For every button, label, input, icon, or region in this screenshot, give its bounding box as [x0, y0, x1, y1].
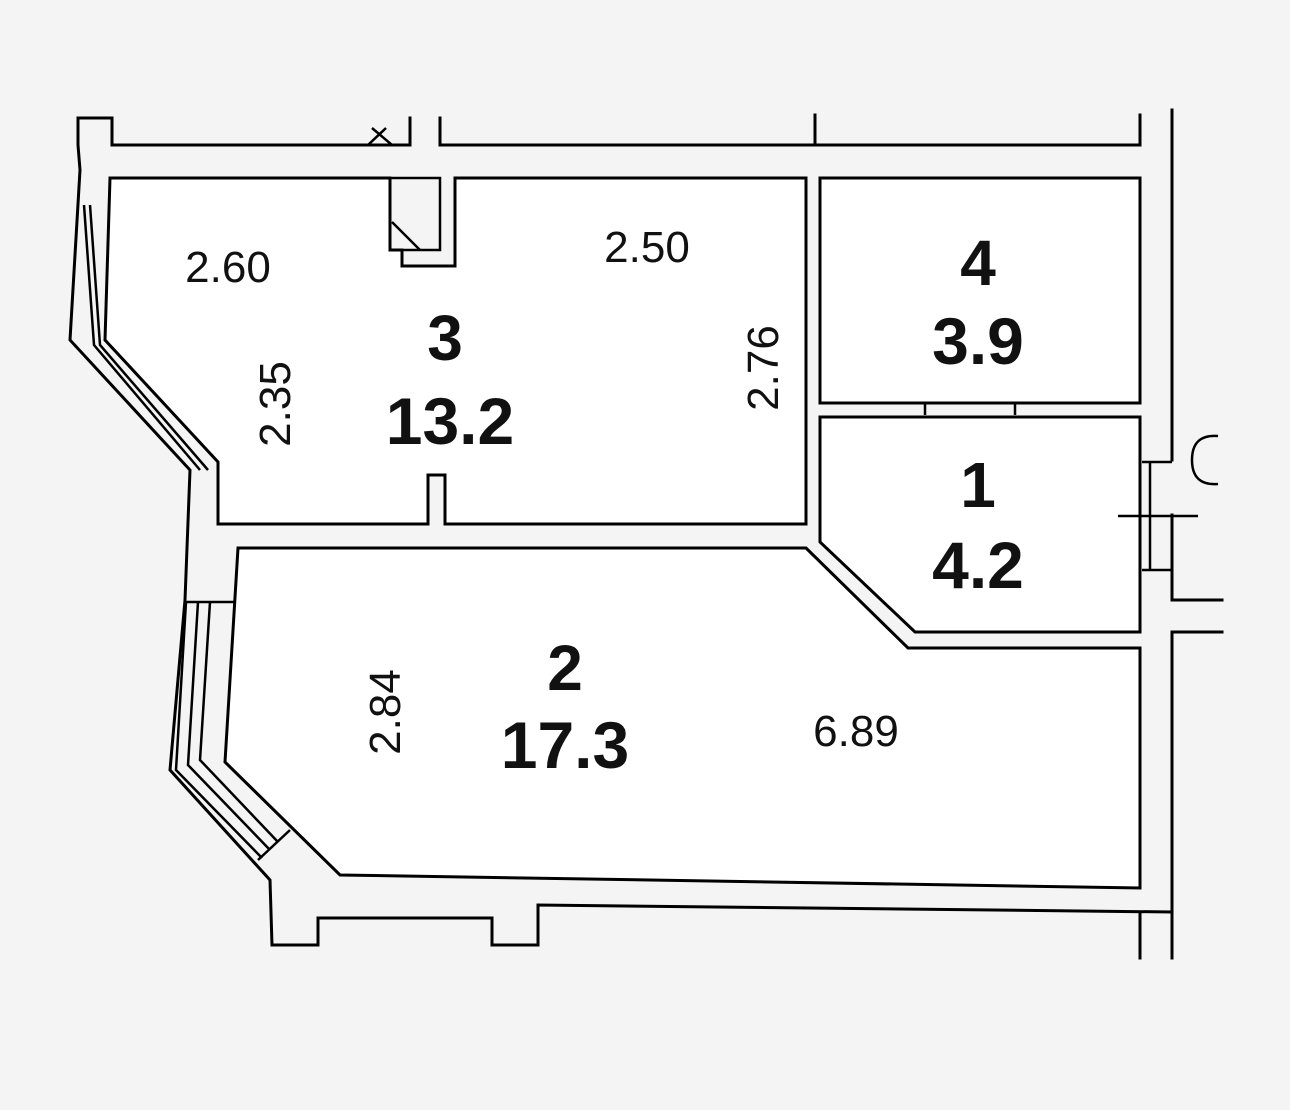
- room-2: [174, 546, 1142, 890]
- dimension-room3-left: 2.35: [251, 361, 300, 447]
- room-3-number: 3: [427, 302, 463, 374]
- dimension-room3-top-right: 2.50: [604, 223, 690, 272]
- stair-icon: [367, 127, 442, 252]
- room-3-area: 13.2: [386, 384, 514, 458]
- dimension-room3-right: 2.76: [739, 325, 788, 411]
- room-4-number: 4: [960, 227, 996, 299]
- room-1: [818, 415, 1142, 634]
- room-2-number: 2: [547, 632, 583, 704]
- outer-walls: [68, 108, 1224, 960]
- dimension-room3-top-left: 2.60: [185, 243, 271, 292]
- room-3: [103, 127, 808, 526]
- room-4-area: 3.9: [932, 304, 1024, 378]
- room-1-number: 1: [960, 449, 996, 521]
- room-4: [818, 176, 1142, 415]
- dimension-room2-left: 2.84: [361, 669, 410, 755]
- door-symbol-icon: [1118, 434, 1219, 572]
- room-1-area: 4.2: [932, 528, 1024, 602]
- dimension-room2-right: 6.89: [813, 707, 899, 756]
- room-2-area: 17.3: [501, 708, 629, 782]
